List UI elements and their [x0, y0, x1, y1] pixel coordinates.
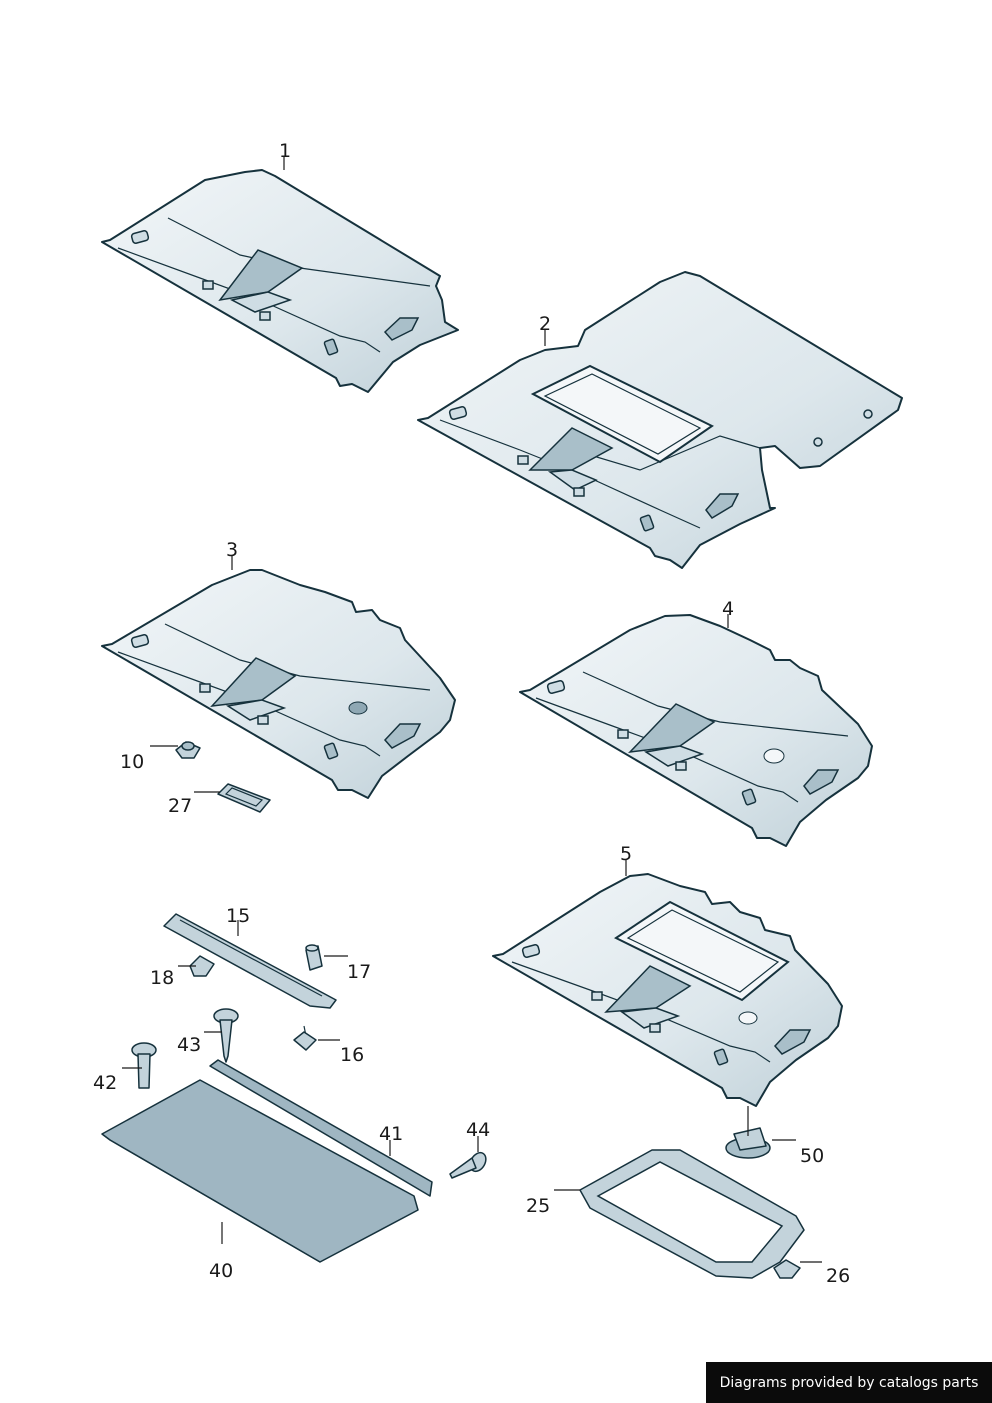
screw-43 [213, 1008, 239, 1063]
callout-18: 18 [150, 967, 174, 989]
callout-16: 16 [340, 1044, 364, 1066]
panel-40 [101, 1079, 419, 1263]
callout-15: 15 [226, 905, 250, 927]
callouts: 1 2 3 4 5 10 27 15 17 18 43 16 42 41 44 … [93, 140, 850, 1287]
headliner-1 [101, 169, 459, 393]
headliner-4 [519, 614, 873, 847]
credit-text: Diagrams provided by catalogs parts [719, 1374, 979, 1391]
callout-25: 25 [526, 1195, 550, 1217]
callout-42: 42 [93, 1072, 117, 1094]
credit-banner: Diagrams provided by catalogs parts [706, 1362, 992, 1403]
clip-50 [725, 1127, 771, 1159]
callout-50: 50 [800, 1145, 824, 1167]
strip-41 [209, 1059, 433, 1197]
callout-27: 27 [168, 795, 192, 817]
callout-17: 17 [347, 961, 371, 983]
clip-10 [175, 741, 201, 759]
screw-16 [293, 1025, 317, 1051]
frame-25 [579, 1149, 805, 1279]
rail-15 [163, 913, 337, 1009]
callout-4: 4 [722, 598, 734, 620]
clip-18 [189, 955, 215, 977]
leader-lines [122, 156, 822, 1263]
headliner-2 [417, 271, 903, 569]
callout-3: 3 [226, 539, 238, 561]
callout-5: 5 [620, 843, 632, 865]
callout-44: 44 [466, 1119, 490, 1141]
cover-27 [217, 783, 271, 813]
callout-10: 10 [120, 751, 144, 773]
screw-44 [449, 1151, 487, 1179]
callout-1: 1 [279, 140, 291, 162]
headliner-5 [492, 873, 843, 1107]
clip-17 [305, 944, 323, 971]
callout-41: 41 [379, 1123, 403, 1145]
headliner-3 [101, 569, 456, 799]
clip-26 [773, 1259, 801, 1279]
callout-40: 40 [209, 1260, 233, 1282]
callout-26: 26 [826, 1265, 850, 1287]
screw-42 [131, 1042, 157, 1089]
callout-2: 2 [539, 313, 551, 335]
callout-43: 43 [177, 1034, 201, 1056]
